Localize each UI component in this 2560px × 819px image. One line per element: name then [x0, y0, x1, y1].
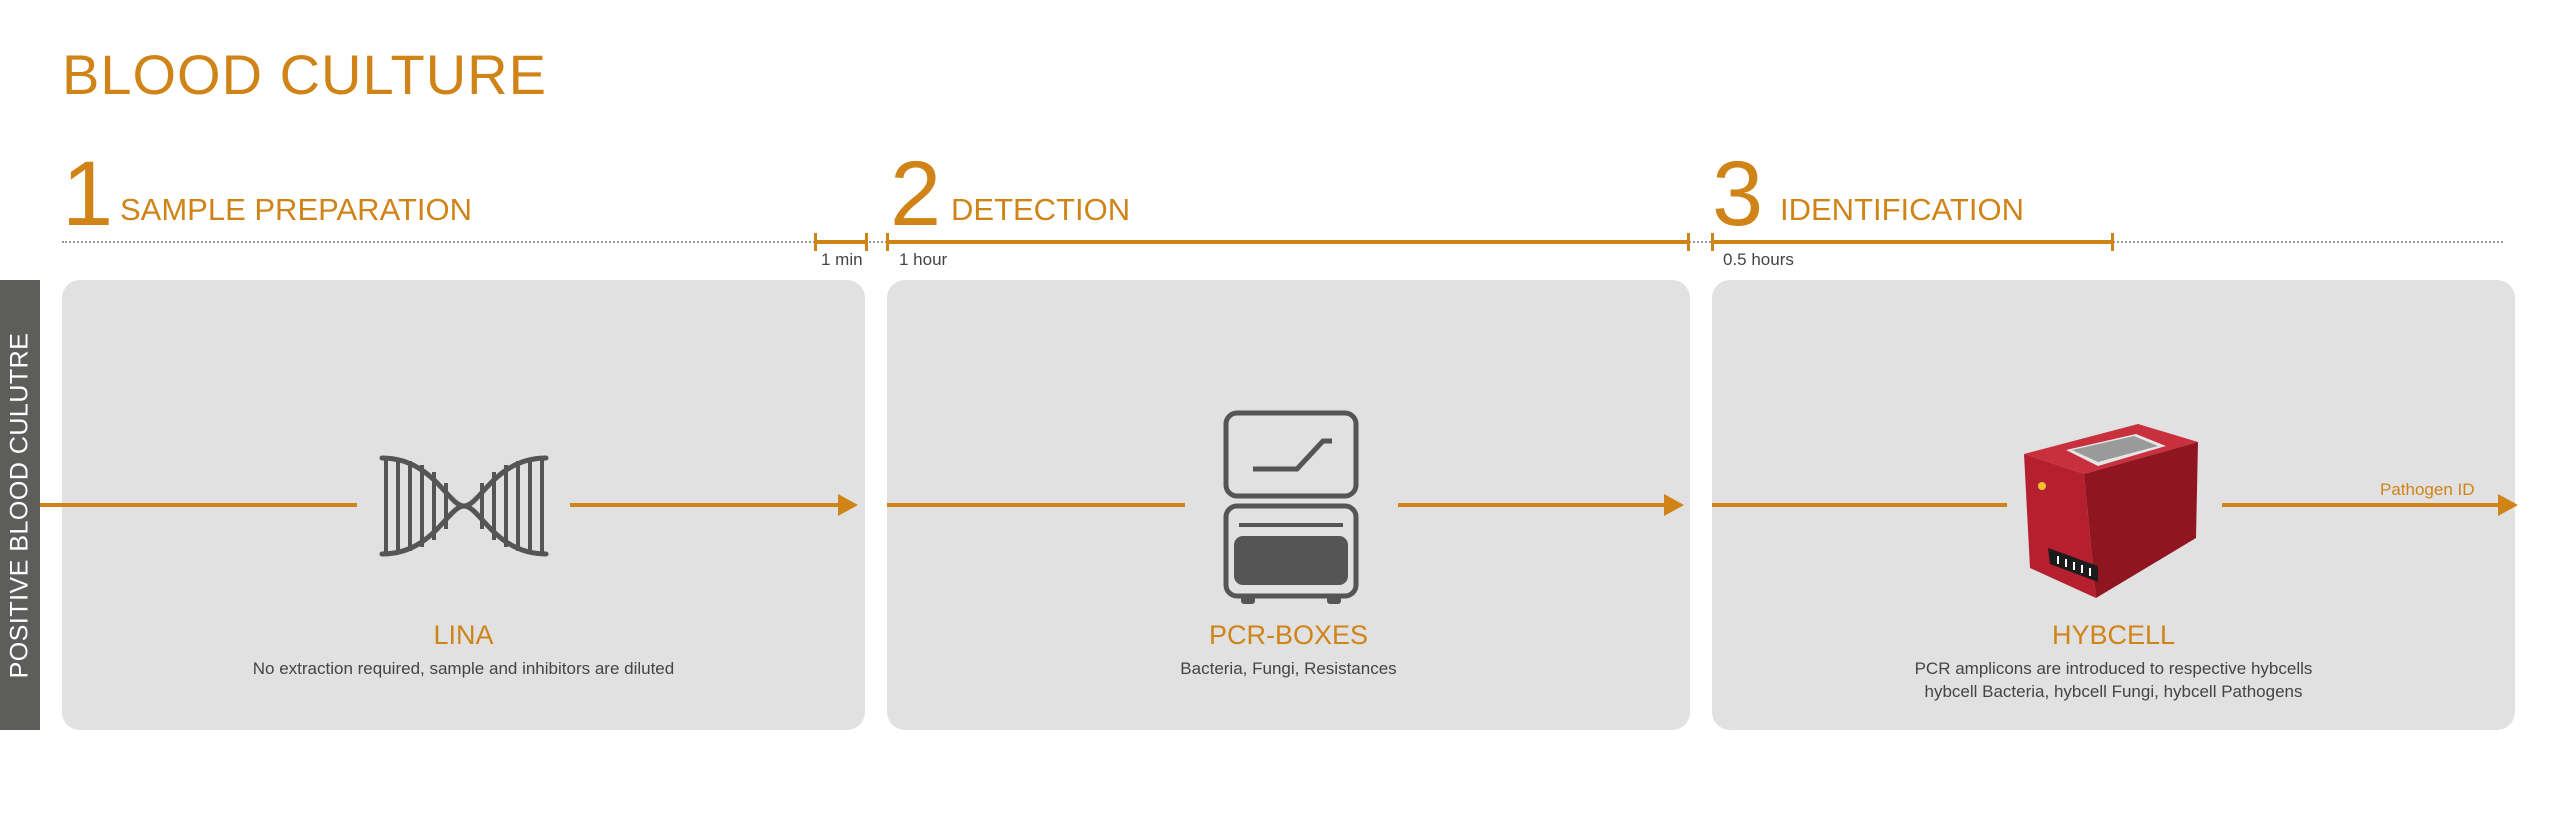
- time-tick: [2111, 233, 2114, 251]
- product-desc-pcr-boxes: Bacteria, Fungi, Resistances: [1180, 659, 1397, 678]
- side-label: POSITIVE BLOOD CULUTRE: [5, 332, 34, 678]
- time-tick: [865, 233, 868, 251]
- time-label-step-1: 1 min: [821, 250, 863, 269]
- time-label-step-2: 1 hour: [899, 250, 948, 269]
- step-1-label: SAMPLE PREPARATION: [120, 192, 472, 227]
- pcr-box-icon: [1223, 410, 1359, 604]
- time-bar-step-3: [1712, 240, 2113, 244]
- step-1-number: 1: [62, 143, 114, 245]
- flow-line-out-3: [2222, 503, 2500, 507]
- product-name-pcr-boxes: PCR-BOXES: [1208, 620, 1369, 650]
- time-tick: [814, 233, 817, 251]
- time-tick: [1687, 233, 1690, 251]
- product-desc-hybcell-line-1: PCR amplicons are introduced to respecti…: [1914, 659, 2313, 678]
- product-desc-lina: No extraction required, sample and inhib…: [252, 659, 675, 678]
- product-name-hybcell: HYBCELL: [2051, 620, 2176, 650]
- time-label-step-3: 0.5 hours: [1723, 250, 1794, 269]
- flow-line-in-1: [40, 503, 357, 507]
- arrowhead-icon: [1664, 494, 1684, 516]
- time-tick: [886, 233, 889, 251]
- step-3-label: IDENTIFICATION: [1780, 192, 2024, 227]
- product-desc-hybcell-line-2: hybcell Bacteria, hybcell Fungi, hybcell…: [1924, 682, 2303, 701]
- flow-line-out-1: [570, 503, 840, 507]
- flow-line-out-2: [1398, 503, 1666, 507]
- time-bar-step-1: [815, 240, 867, 244]
- page-title: BLOOD CULTURE: [62, 43, 547, 106]
- dna-icon: [379, 455, 549, 557]
- pathogen-id-label: Pathogen ID: [2380, 480, 2475, 499]
- side-label-band: POSITIVE BLOOD CULUTRE: [0, 280, 40, 730]
- step-2-number: 2: [890, 143, 942, 245]
- product-name-lina: LINA: [433, 620, 494, 650]
- arrowhead-icon: [2498, 494, 2518, 516]
- arrowhead-icon: [838, 494, 858, 516]
- hybcell-device-icon: [2024, 424, 2198, 598]
- time-tick: [1711, 233, 1714, 251]
- time-bar-step-2: [887, 240, 1689, 244]
- flow-line-in-2: [887, 503, 1185, 507]
- flow-line-in-3: [1712, 503, 2007, 507]
- step-2-label: DETECTION: [951, 192, 1131, 227]
- step-3-number: 3: [1712, 143, 1764, 245]
